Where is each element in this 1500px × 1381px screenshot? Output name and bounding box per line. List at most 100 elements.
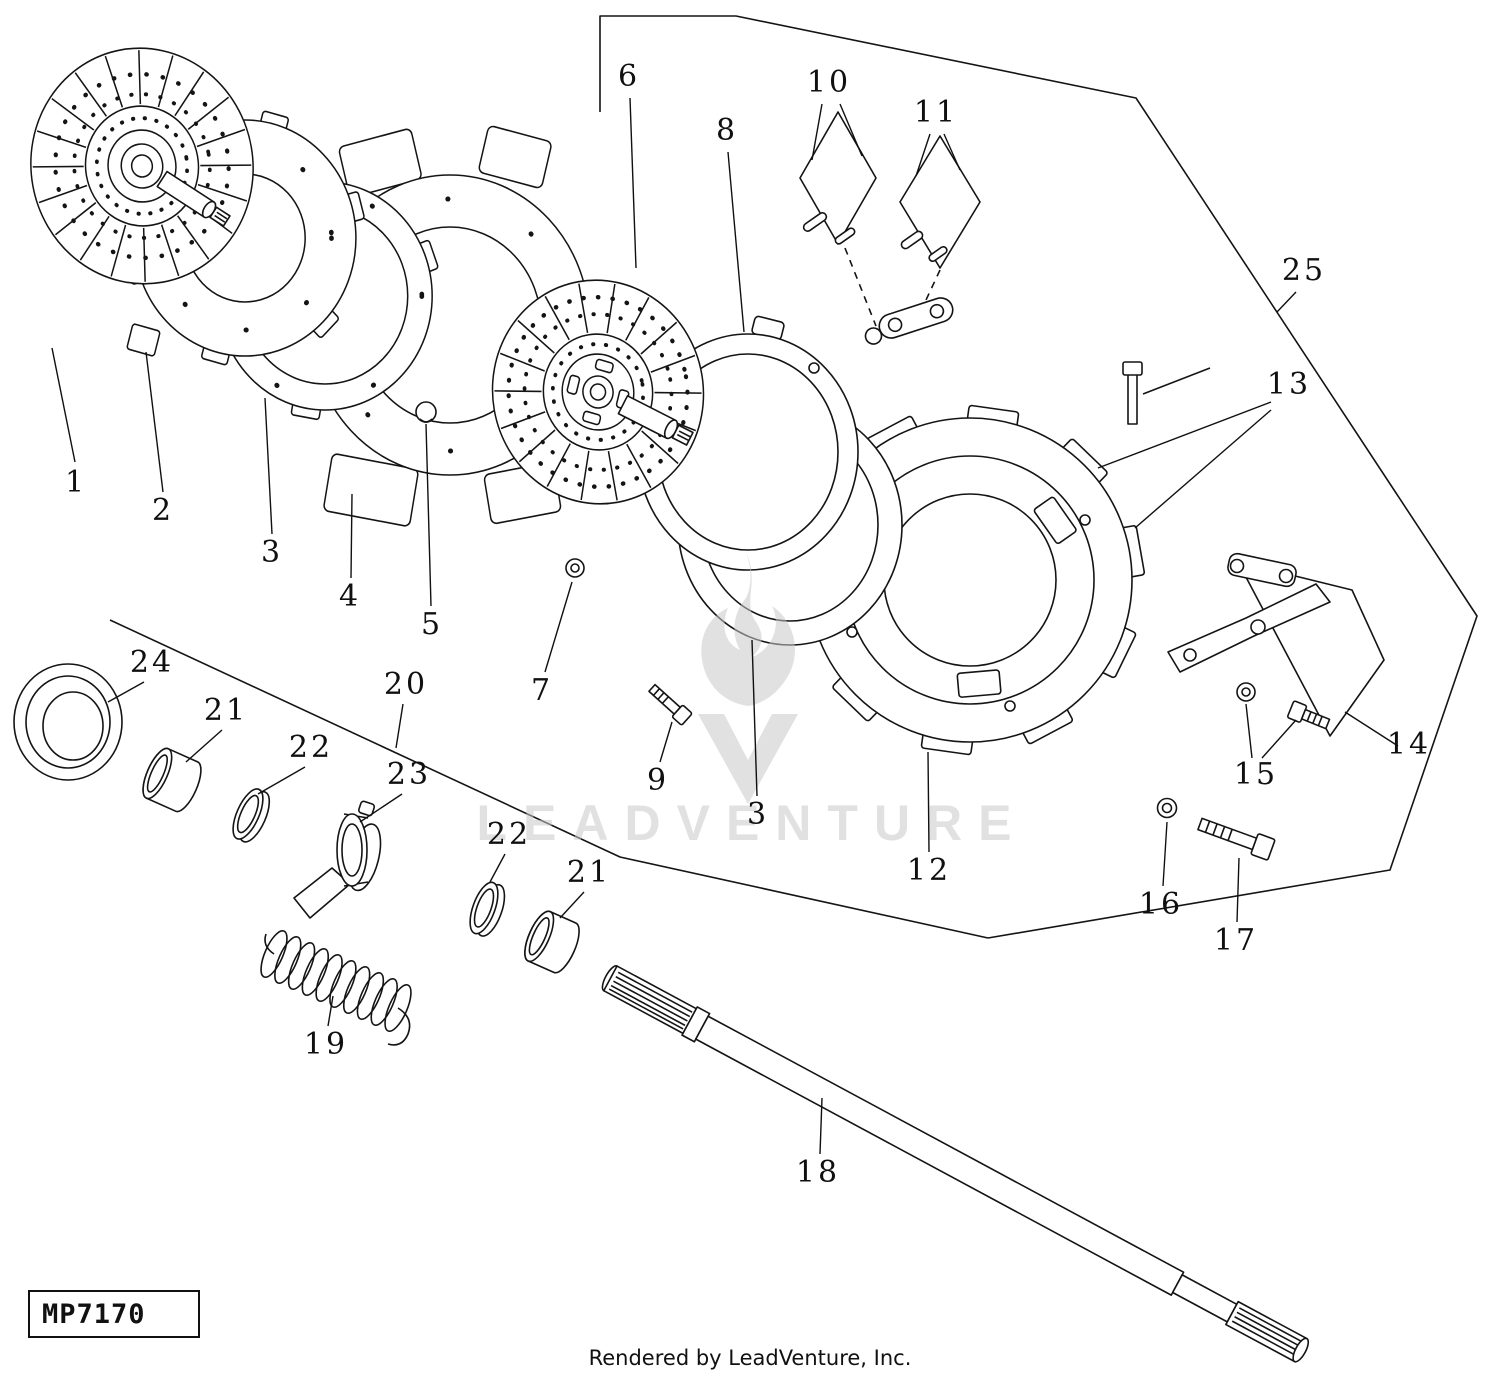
leader-line bbox=[1162, 821, 1168, 887]
part-label-14: 14 bbox=[1387, 727, 1431, 762]
leader-line bbox=[257, 766, 306, 795]
clutch-disc-1 bbox=[30, 47, 254, 285]
pin-11b bbox=[928, 245, 948, 263]
group-boundary-25 bbox=[599, 15, 1478, 939]
leader-line bbox=[107, 681, 145, 703]
assembly-dash-line bbox=[844, 247, 877, 327]
part-label-11: 11 bbox=[914, 95, 958, 130]
part-label-4: 4 bbox=[339, 579, 361, 614]
leadventure-v-icon bbox=[698, 714, 798, 804]
part-labels: 1234567891011121314151617181920212223222… bbox=[51, 59, 1431, 1190]
clutch-shaft-18 bbox=[601, 965, 1310, 1363]
leader-line bbox=[1245, 703, 1253, 759]
leader-line bbox=[350, 493, 353, 579]
diagram-code-box: MP7170 bbox=[28, 1290, 200, 1338]
leader-line bbox=[425, 423, 432, 607]
leader-line bbox=[395, 703, 404, 749]
leader-line bbox=[559, 891, 585, 919]
leader-line bbox=[1134, 409, 1272, 529]
nut-15 bbox=[1236, 682, 1256, 702]
group-outline-levers bbox=[1237, 561, 1385, 737]
part-label-10: 10 bbox=[807, 65, 851, 100]
leader-line bbox=[185, 729, 223, 763]
disc-6-hub-shaft bbox=[617, 395, 694, 446]
part-label-25: 25 bbox=[1282, 253, 1326, 288]
part-label-23: 23 bbox=[387, 757, 431, 792]
washer-16 bbox=[1156, 797, 1178, 819]
release-lever-14 bbox=[1167, 583, 1331, 673]
part-label-16: 16 bbox=[1139, 887, 1183, 922]
pin-10b bbox=[834, 227, 856, 245]
stud-bolt-25 bbox=[1122, 361, 1211, 425]
part-label-18: 18 bbox=[796, 1155, 840, 1190]
spring-19 bbox=[260, 929, 412, 1046]
leader-line bbox=[927, 751, 930, 853]
leader-line bbox=[1276, 291, 1297, 313]
leader-line bbox=[1097, 401, 1272, 469]
leader-line bbox=[359, 793, 403, 823]
bushing-21a bbox=[142, 747, 202, 813]
leader-line bbox=[264, 397, 273, 535]
part-label-24: 24 bbox=[130, 645, 174, 680]
leader-line bbox=[145, 351, 164, 493]
part-label-3: 3 bbox=[261, 535, 283, 570]
leader-line bbox=[1261, 719, 1297, 759]
leader-line bbox=[915, 133, 931, 177]
leader-line bbox=[751, 639, 758, 797]
leader-line bbox=[839, 103, 863, 157]
diagram-code: MP7170 bbox=[42, 1298, 146, 1330]
pin-5 bbox=[415, 401, 437, 423]
leader-line bbox=[819, 1097, 823, 1155]
part-label-21: 21 bbox=[204, 693, 248, 728]
snap-ring-22a bbox=[232, 788, 271, 843]
part-label-2: 2 bbox=[152, 493, 174, 528]
part-label-19: 19 bbox=[304, 1027, 348, 1062]
nut-7 bbox=[565, 558, 585, 578]
bolt-15 bbox=[1287, 700, 1331, 730]
leader-line bbox=[629, 97, 637, 269]
bolt-9 bbox=[648, 683, 693, 726]
part-label-1: 1 bbox=[65, 465, 87, 500]
part-label-8: 8 bbox=[716, 113, 738, 148]
leader-line bbox=[811, 103, 823, 161]
pin-11a bbox=[900, 230, 924, 250]
bushing-21b bbox=[524, 910, 580, 974]
part-label-13: 13 bbox=[1267, 367, 1311, 402]
leader-line bbox=[1236, 857, 1240, 923]
part-label-22: 22 bbox=[289, 730, 333, 765]
part-label-21: 21 bbox=[567, 855, 611, 890]
group-boundary-20 bbox=[109, 619, 989, 939]
part-label-9: 9 bbox=[647, 763, 669, 798]
watermark: LEADVENTURE bbox=[476, 552, 1027, 851]
disc-1-hub-shaft bbox=[156, 170, 231, 227]
leader-line bbox=[727, 151, 745, 333]
part-label-12: 12 bbox=[907, 853, 951, 888]
part-label-17: 17 bbox=[1214, 923, 1258, 958]
link-plate bbox=[864, 297, 954, 345]
leader-line bbox=[51, 347, 76, 463]
leader-line bbox=[489, 853, 506, 883]
seal-24 bbox=[13, 663, 123, 781]
leader-line bbox=[327, 995, 334, 1027]
part-label-5: 5 bbox=[421, 607, 443, 642]
coupler-23 bbox=[293, 800, 382, 919]
assembly-dash-line bbox=[925, 269, 941, 301]
part-label-22: 22 bbox=[487, 817, 531, 852]
part-label-6: 6 bbox=[618, 59, 640, 94]
part-label-7: 7 bbox=[531, 673, 553, 708]
pivot-bracket bbox=[1227, 552, 1297, 588]
leadventure-flame-icon bbox=[701, 552, 795, 706]
part-label-15: 15 bbox=[1234, 757, 1278, 792]
snap-ring-22b bbox=[469, 881, 506, 937]
leader-line bbox=[943, 133, 961, 171]
leader-line bbox=[544, 581, 573, 673]
diamond-callout-11 bbox=[899, 135, 981, 269]
clutch-disc-6 bbox=[491, 279, 705, 505]
part-label-3: 3 bbox=[747, 797, 769, 832]
pin-10a bbox=[802, 212, 828, 232]
watermark-text: LEADVENTURE bbox=[476, 795, 1027, 851]
footer-credit: Rendered by LeadVenture, Inc. bbox=[588, 1346, 912, 1370]
part-label-20: 20 bbox=[384, 667, 428, 702]
